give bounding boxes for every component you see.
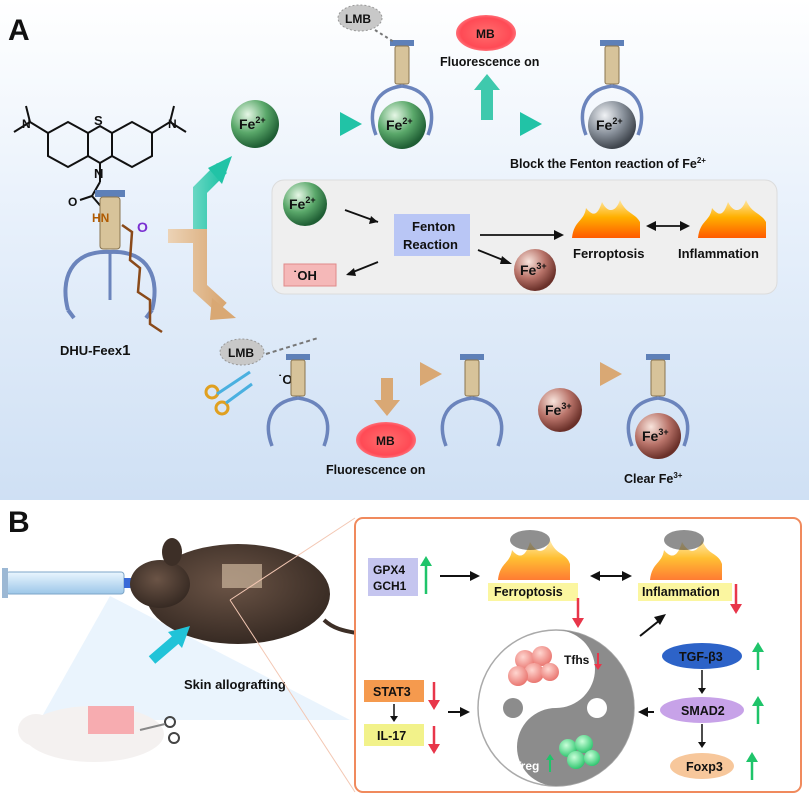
tan-branch-arrow — [168, 229, 227, 314]
mb-bottom-label: MB — [376, 434, 395, 448]
gpx4: GPX4 — [373, 563, 405, 577]
fe2-ion-1 — [231, 100, 279, 148]
tfh-cells — [508, 646, 559, 686]
ferroptosis-a: Ferroptosis — [573, 246, 645, 261]
light-cone — [40, 596, 350, 720]
fenton-line1: Fenton — [412, 219, 455, 234]
lmb-top-label: LMB — [345, 12, 371, 26]
arrow-treg-to-inflam — [639, 619, 661, 637]
clear-fe3-text: Clear Fe3+ — [624, 471, 683, 486]
fenton-box — [271, 179, 778, 295]
lmb-bottom-link — [265, 337, 319, 355]
fe2-label-1: Fe2+ — [239, 115, 266, 132]
stat3: STAT3 — [373, 685, 411, 699]
yin-yang-balance — [477, 629, 635, 787]
probe-with-fe2 — [370, 40, 434, 149]
probe-bottom-2 — [440, 354, 504, 447]
smad2: SMAD2 — [681, 704, 725, 718]
fenton-line2: Reaction — [403, 237, 458, 252]
lmb-bottom-label: LMB — [228, 346, 254, 360]
probe-with-fe3 — [626, 354, 690, 459]
mb-top-label: MB — [476, 27, 495, 41]
atom-o-amide: O — [137, 219, 148, 235]
fe2-label-2: Fe2+ — [386, 116, 413, 133]
mouse-donor — [18, 706, 180, 762]
fe3-label-bottom: Fe3+ — [545, 401, 572, 418]
stat3-box — [364, 680, 424, 702]
fe2-ion-box — [283, 182, 327, 226]
treg: Treg — [514, 759, 539, 773]
scissors-icon — [204, 370, 253, 416]
fe3-label-box: Fe3+ — [520, 261, 547, 278]
tgfb3: TGF-β3 — [679, 650, 723, 664]
foxp3-box — [670, 753, 734, 779]
teal-branch-arrow-head — [208, 156, 232, 184]
fe2-label-3: Fe2+ — [596, 116, 623, 133]
panel-b-label: B — [8, 506, 30, 539]
smad2-box — [660, 697, 744, 723]
atom-s: S — [94, 113, 103, 128]
atom-n-right: N — [168, 117, 177, 131]
atom-n-ring: N — [94, 166, 103, 181]
gch1: GCH1 — [373, 579, 407, 593]
panel-a-label: A — [8, 14, 30, 47]
gpx4-box — [368, 558, 418, 596]
fe3-label-probe: Fe3+ — [642, 427, 669, 444]
inflammation-b: Inflammation — [642, 585, 720, 599]
fire-icon-inflammation-a — [698, 200, 766, 238]
atom-n-left: N — [22, 117, 31, 131]
tfhs: Tfhs — [564, 653, 590, 667]
mb-cloud-top — [456, 15, 516, 51]
arrow-up-mb-shaft — [481, 88, 493, 120]
fe2-label-box: Fe2+ — [289, 195, 316, 212]
lmb-top-link — [374, 29, 395, 43]
probe-bottom-1 — [266, 354, 330, 447]
inflammation-b-bg — [638, 583, 732, 601]
mb-cloud-bottom — [356, 422, 416, 458]
tan-branch-arrow-head — [210, 298, 236, 320]
atom-o-carbonyl: O — [68, 195, 77, 209]
oh-radical-box — [283, 263, 337, 287]
fluorescence-top: Fluorescence on — [440, 55, 539, 69]
foxp3: Foxp3 — [686, 760, 723, 774]
skin-allografting: Skin allografting — [184, 677, 286, 692]
ferroptosis-b-bg — [488, 583, 578, 601]
il17-box — [364, 724, 424, 746]
ferroptosis-b: Ferroptosis — [494, 585, 563, 599]
tgfb3-box — [662, 643, 742, 669]
tweezer-probe-a — [63, 190, 157, 320]
il17: IL-17 — [377, 729, 406, 743]
treg-cells — [559, 735, 600, 769]
atom-hn: HN — [92, 211, 109, 225]
fe3-ion-bottom — [538, 388, 582, 432]
arrow-down-mb-shaft — [381, 378, 393, 402]
fluorescence-bottom: Fluorescence on — [326, 463, 425, 477]
dhu-feex-molecule — [13, 105, 187, 211]
mouse-recipient — [130, 538, 381, 644]
fe3-ion-box — [514, 249, 556, 291]
arrow-down-mb-head — [374, 400, 400, 416]
block-fenton-text: Block the Fenton reaction of Fe2+ — [510, 156, 706, 171]
fenton-reaction-box — [394, 214, 470, 256]
oh-radical-text: ˙OH — [293, 268, 317, 283]
probe-blocked — [580, 40, 644, 149]
lmb-cloud-bottom — [219, 338, 265, 366]
fire-icon-ferroptosis-b — [498, 530, 570, 580]
molecule-name: DHU-Feex1 — [60, 342, 130, 359]
arrow-fe2-to-probe-head — [340, 112, 362, 136]
lmb-cloud-top — [337, 4, 383, 32]
arrow-probe-to-blocked-head — [520, 112, 542, 136]
arrow-up-mb-head — [474, 74, 500, 90]
inflammation-a: Inflammation — [678, 246, 759, 261]
alkyl-chain — [121, 223, 163, 334]
fire-icon-ferroptosis-a — [572, 200, 640, 238]
fire-icon-inflammation-b — [650, 530, 722, 580]
